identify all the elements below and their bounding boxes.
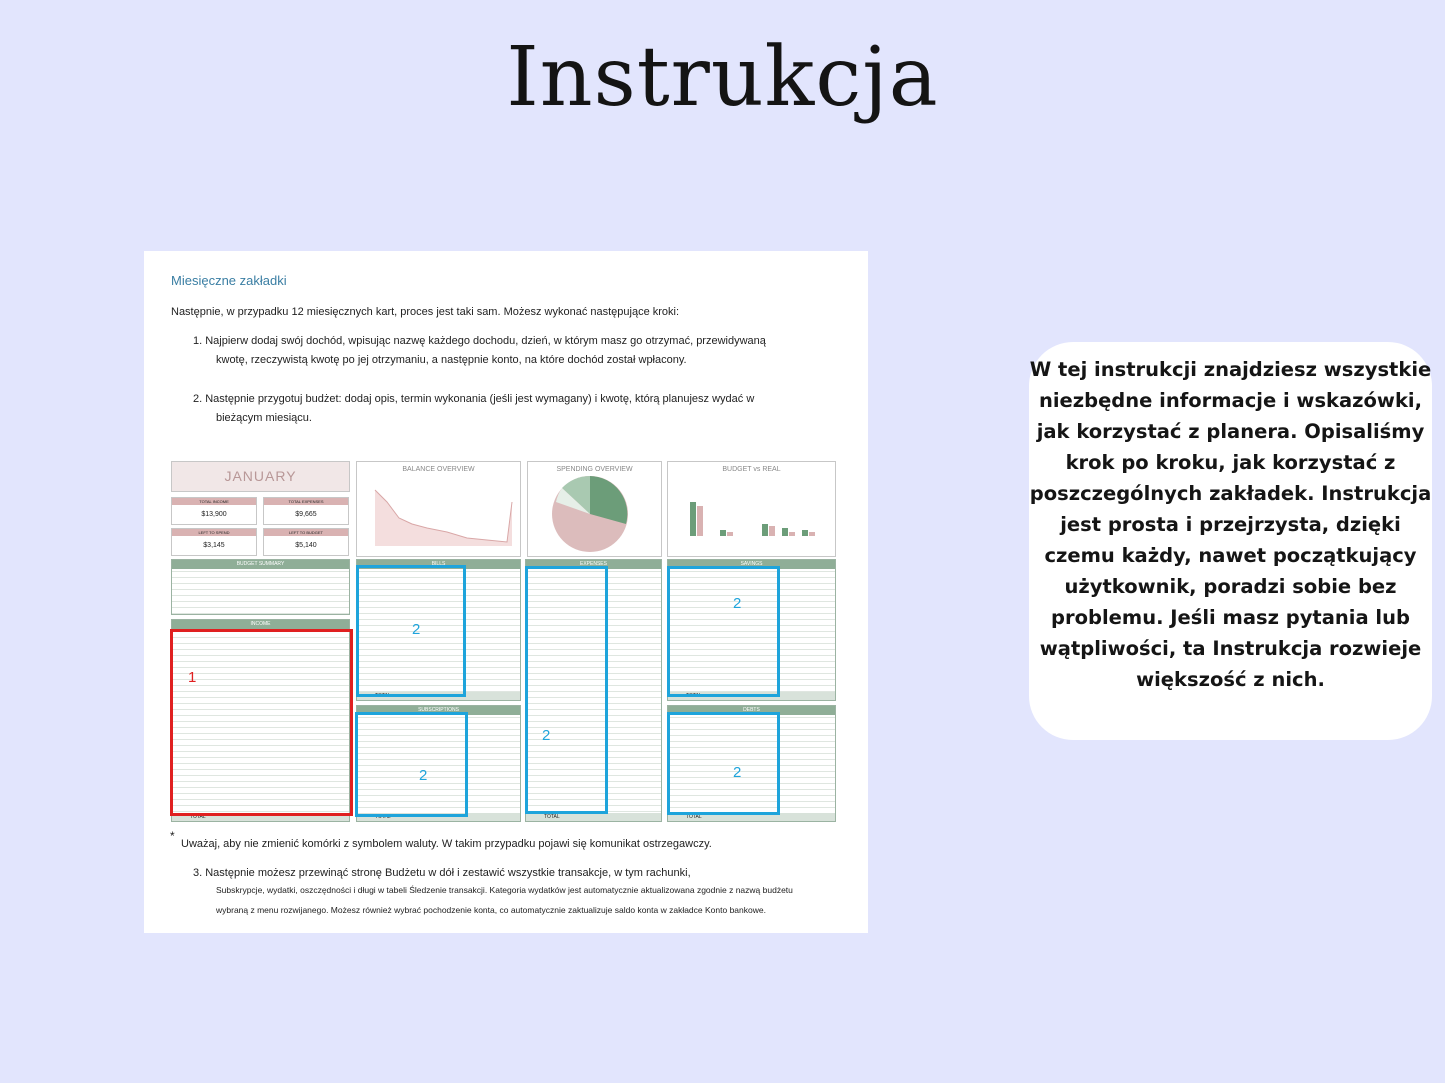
balance-overview-chart: BALANCE OVERVIEW [356,461,521,557]
income-highlight-frame [170,629,353,816]
warning-text: Uważaj, aby nie zmienić komórki z symbol… [181,838,712,850]
budget-summary-table: BUDGET SUMMARY [171,559,350,615]
savings-step-2-marker: 2 [733,595,742,612]
savings-highlight-frame [667,566,780,697]
callout-text: W tej instrukcji znajdziesz wszystkie ni… [1029,358,1432,691]
spending-overview-chart: SPENDING OVERVIEW [527,461,662,557]
page-title: Instrukcja [506,30,939,125]
month-banner: JANUARY [171,461,350,492]
expenses-highlight-frame [525,566,608,814]
step-1-marker: 1 [188,669,197,686]
stat-total-income: TOTAL INCOME$13,900 [171,497,257,525]
section-heading: Miesięczne zakładki [171,273,287,288]
step-2-line-1: 2. Następnie przygotuj budżet: dodaj opi… [193,393,755,405]
stat-left-to-spend: LEFT TO SPEND$3,145 [171,528,257,556]
step-1-line-1: 1. Najpierw dodaj swój dochód, wpisując … [193,335,766,347]
step-3-line-3: wybraną z menu rozwijanego. Możesz równi… [216,905,766,915]
bills-highlight-frame [356,565,466,697]
stat-total-expenses: TOTAL EXPENSES$9,665 [263,497,349,525]
step-3-line-2: Subskrypcje, wydatki, oszczędności i dłu… [216,885,793,895]
subscriptions-step-2-marker: 2 [419,767,428,784]
debts-step-2-marker: 2 [733,764,742,781]
subscriptions-highlight-frame [355,712,468,817]
intro-text: Następnie, w przypadku 12 miesięcznych k… [171,306,680,318]
asterisk: * [170,829,175,843]
callout-box: W tej instrukcji znajdziesz wszystkie ni… [1029,342,1432,740]
expenses-step-2-marker: 2 [542,727,551,744]
debts-highlight-frame [667,712,780,815]
step-1-line-2: kwotę, rzeczywistą kwotę po jej otrzyman… [216,354,687,366]
instruction-document: Miesięczne zakładki Następnie, w przypad… [144,251,868,933]
bills-step-2-marker: 2 [412,621,421,638]
budget-vs-real-chart: BUDGET vs REAL [667,461,836,557]
stat-left-to-budget: LEFT TO BUDGET$5,140 [263,528,349,556]
step-3-line-1: 3. Następnie możesz przewinąć stronę Bud… [193,867,691,879]
step-2-line-2: bieżącym miesiącu. [216,412,312,424]
